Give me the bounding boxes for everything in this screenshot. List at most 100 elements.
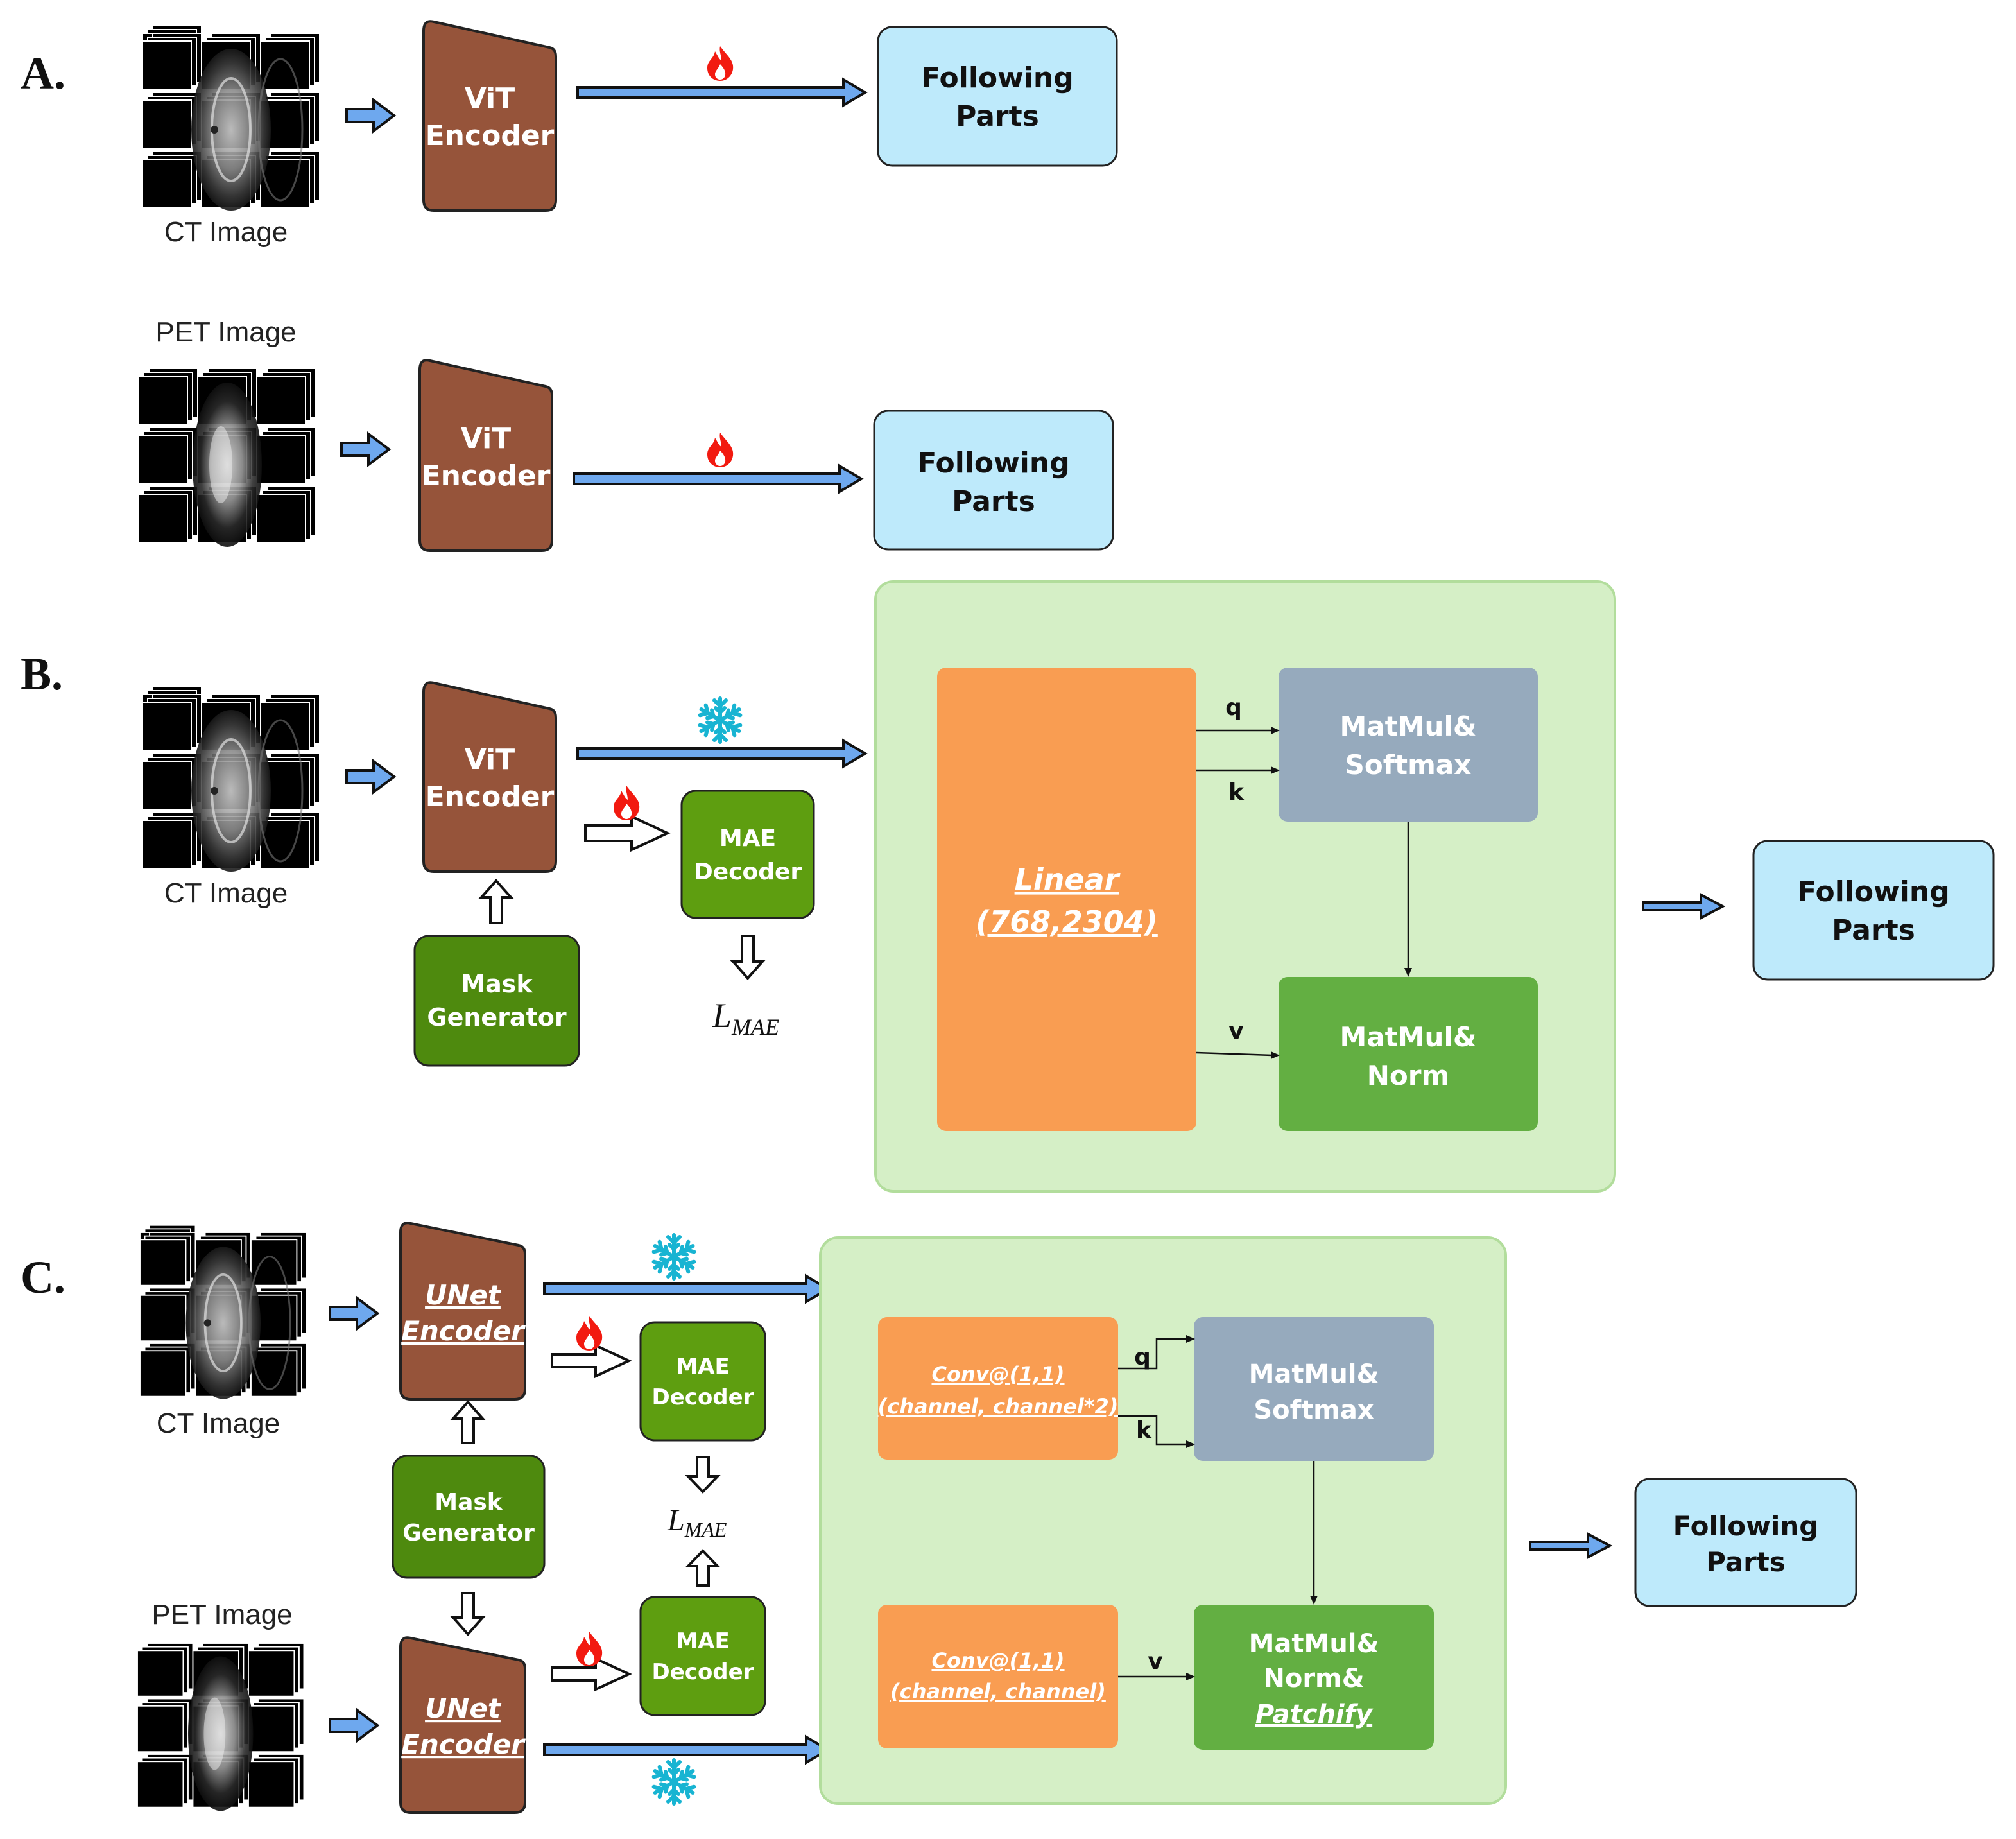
mae-decoder-label: MAE (676, 1354, 729, 1379)
vit-encoder-label: ViT (461, 422, 511, 455)
matmul-softmax-label: MatMul& (1340, 711, 1477, 742)
mae-decoder: MAE Decoder (680, 790, 815, 919)
ct-image-caption: CT Image (164, 216, 288, 248)
mask-generator-label: Mask (461, 970, 533, 998)
pet-image-caption: PET Image (151, 1599, 292, 1630)
conv-v-label: Conv@(1,1) (931, 1648, 1064, 1673)
unet-encoder-label: UNet (425, 1693, 502, 1724)
unet-encoder-label: Encoder (401, 1729, 526, 1760)
mae-loss-label: LMAE (667, 1503, 727, 1541)
matmul-norm-label: Norm (1367, 1060, 1449, 1091)
output-arrow (1529, 1532, 1613, 1560)
matmul-softmax-label: Softmax (1345, 749, 1472, 781)
connector-lines (1196, 729, 1409, 1057)
feature-arrow (576, 738, 868, 769)
vit-encoder-label: Encoder (426, 781, 555, 813)
mask-generator-label: Generator (427, 1003, 566, 1032)
pet-image-stack (137, 1643, 304, 1811)
following-parts-label: Following (917, 447, 1069, 479)
vit-encoder-label: ViT (465, 743, 515, 776)
matmul-norm-block: MatMul& Norm (1279, 977, 1538, 1131)
matmul-norm-label: MatMul& (1340, 1021, 1477, 1053)
matmul-softmax-block: MatMul& Softmax (1194, 1317, 1434, 1461)
following-parts-label: Following (1797, 876, 1949, 908)
following-parts-label: Following (921, 62, 1073, 94)
following-parts-box: Following Parts (1634, 1478, 1857, 1607)
input-arrow (345, 759, 397, 795)
key-label: k (1228, 779, 1245, 806)
snowflake-icon (698, 698, 742, 742)
ct-image-caption: CT Image (164, 877, 288, 909)
mae-loss-label: LMAE (712, 996, 779, 1040)
key-label: k (1136, 1417, 1152, 1444)
vit-encoder-label: Encoder (426, 119, 555, 152)
conv-qk-label: Conv@(1,1) (931, 1362, 1064, 1386)
patchify-label: Patchify (1255, 1700, 1374, 1729)
linear-block: Linear (768,2304) (937, 668, 1196, 1131)
value-label: v (1228, 1018, 1243, 1044)
hollow-arrow (551, 1656, 632, 1692)
hollow-arrow-up (478, 878, 514, 924)
feature-arrow (573, 463, 864, 494)
matmul-norm-label: MatMul& (1249, 1629, 1379, 1659)
mae-decoder: MAE Decoder (639, 1596, 766, 1716)
ct-image-stack (142, 26, 320, 211)
mae-decoder-label: MAE (676, 1628, 729, 1654)
matmul-softmax-label: MatMul& (1249, 1360, 1379, 1389)
unet-encoder-label: Encoder (401, 1315, 526, 1347)
hollow-arrow (551, 1343, 632, 1379)
matmul-softmax-label: Softmax (1254, 1395, 1374, 1425)
mae-decoder-label: Decoder (652, 1659, 754, 1685)
hollow-arrow-up (450, 1399, 486, 1444)
section-label-a: A. (21, 47, 65, 99)
section-label-b: B. (21, 648, 63, 700)
section-label-c: C. (21, 1252, 65, 1303)
hollow-arrow (584, 814, 671, 852)
connector-lines (1118, 1338, 1315, 1678)
snowflake-icon (652, 1760, 696, 1804)
feature-arrow (543, 1734, 831, 1765)
query-label: q (1225, 695, 1242, 721)
vit-encoder-label: Encoder (422, 460, 551, 492)
pet-image-stack (139, 368, 316, 547)
conv-v-block: Conv@(1,1) (channel, channel) (878, 1605, 1118, 1748)
mask-generator: Mask Generator (413, 935, 580, 1067)
vit-encoder: ViT Encoder (422, 20, 557, 212)
flame-icon (576, 1316, 603, 1351)
output-arrow (1642, 892, 1726, 920)
matmul-softmax-block: MatMul& Softmax (1279, 668, 1538, 822)
flame-icon (707, 46, 734, 81)
unet-encoder: UNet Encoder (399, 1222, 526, 1401)
linear-label: (768,2304) (976, 904, 1158, 939)
unet-encoder-label: UNet (425, 1279, 502, 1311)
input-arrow (340, 431, 392, 467)
input-arrow (329, 1707, 380, 1743)
query-label: q (1134, 1344, 1151, 1370)
attention-panel: Conv@(1,1) (channel, channel*2) Conv@(1,… (819, 1236, 1507, 1805)
matmul-norm-patchify-block: MatMul& Norm& Patchify (1194, 1605, 1434, 1750)
feature-arrow (543, 1273, 831, 1304)
flame-icon (614, 786, 640, 820)
following-parts-label: Parts (1832, 914, 1915, 947)
vit-encoder: ViT Encoder (418, 359, 553, 552)
following-parts-label: Parts (956, 100, 1039, 133)
following-parts-label: Parts (1706, 1546, 1786, 1578)
following-parts-label: Following (1673, 1510, 1819, 1542)
pet-image-caption: PET Image (155, 316, 296, 348)
following-parts-box: Following Parts (877, 26, 1118, 167)
vit-encoder: ViT Encoder (422, 681, 557, 873)
ct-image-caption: CT Image (157, 1408, 280, 1439)
mae-decoder-label: Decoder (652, 1385, 754, 1410)
following-parts-box: Following Parts (1752, 840, 1995, 981)
mask-generator: Mask Generator (392, 1455, 546, 1579)
mae-decoder-label: Decoder (694, 859, 802, 885)
mae-decoder: MAE Decoder (639, 1321, 766, 1442)
unet-encoder: UNet Encoder (399, 1636, 526, 1814)
conv-qk-label: (channel, channel*2) (878, 1394, 1119, 1419)
following-parts-box: Following Parts (873, 410, 1114, 551)
following-parts-label: Parts (952, 485, 1035, 518)
hollow-arrow-up (685, 1549, 721, 1587)
attention-panel: Linear (768,2304) MatMul& Softmax MatMul… (874, 580, 1616, 1193)
hollow-arrow-down (730, 935, 766, 981)
vit-encoder-label: ViT (465, 82, 515, 115)
